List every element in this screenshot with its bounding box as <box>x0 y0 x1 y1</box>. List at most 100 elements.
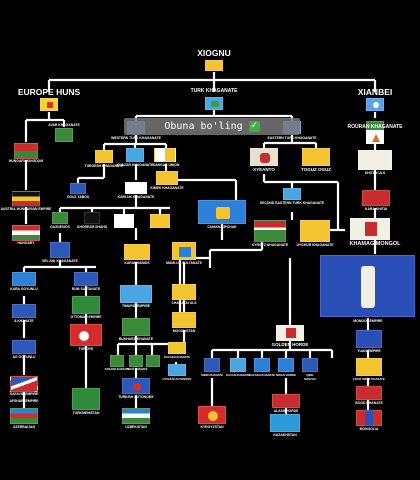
nogai-label: NOGAI HORDE <box>275 373 297 377</box>
subscribe-text: Obuna bo'ling <box>164 121 243 132</box>
kyrgyzstan-flag <box>198 406 226 424</box>
bogd-flag <box>356 386 382 400</box>
khitan-label: KHITAN ULS <box>364 171 386 175</box>
kara-goyunlu-flag <box>12 272 36 286</box>
khamag-flag <box>350 218 390 240</box>
uzbekistan-label: UZBEKISTAN <box>125 425 147 429</box>
turk-khaganate-flag <box>205 97 223 110</box>
mamluk-flag <box>172 242 196 260</box>
mogulistan-label: MOGULISTAN <box>172 329 196 333</box>
golden-horde-flag <box>276 325 304 341</box>
karakhanids-label: KARAKHANIDS <box>124 261 150 265</box>
manchu-label: MANCHU <box>304 378 316 381</box>
oguz-yabgu-flag <box>70 183 86 194</box>
oguz-yabgu-label: OGUZ YABGU <box>66 195 90 199</box>
kyrgyzstan-label: KYRGYZSTAN <box>200 425 224 429</box>
mogulistan-flag <box>172 312 196 328</box>
turgesh-flag <box>95 150 113 163</box>
austria-hungary-flag <box>12 191 40 207</box>
hungary-kingdom-flag <box>14 143 38 159</box>
safavid-label: SAFAVID EMPIRE <box>9 392 39 396</box>
qing-flag <box>302 358 318 372</box>
timurid-flag <box>120 285 152 303</box>
kazakhstan-flag <box>270 414 300 432</box>
khiva-flag <box>129 355 143 367</box>
gaznevids-flag <box>52 212 68 224</box>
khiva-label: KHIVA KHANATE <box>126 368 148 371</box>
kazakh-top-label: KAZAKH KHANATE <box>163 355 191 359</box>
xiongnu-flag <box>205 60 223 71</box>
alash-flag <box>272 394 300 408</box>
bukhara-flag <box>122 318 150 336</box>
karluk-label: KARLUK KHAGANATE <box>117 195 155 199</box>
khazar-flag <box>126 148 144 162</box>
khiva-b-flag <box>146 355 160 367</box>
bukhara-label: BUKHARA KHANATE <box>118 337 154 341</box>
yuan-flag <box>356 330 382 348</box>
gazan-flag <box>230 358 246 372</box>
kyrgyz-label: KYRGYZ KHAGANATE <box>251 243 289 247</box>
toguz-oguz-flag <box>302 148 330 166</box>
turgesh-label: TURGESH KHAGANATE <box>84 164 124 168</box>
khorezm-b-flag <box>114 214 134 228</box>
ag-goyunlu-label: AG GOYUNLU <box>12 355 36 359</box>
sibir-label: SIBIR KHANATE <box>201 373 223 377</box>
rouran-label: ROURAN KHAGANATE <box>347 124 403 130</box>
turkish-autonomy-flag <box>122 378 150 394</box>
ottoman-label: OTTOMAN EMPIRE <box>70 315 102 319</box>
qing-label: QING <box>306 373 314 377</box>
kangar-label: KANGAR UNION <box>152 163 180 167</box>
kimek-label: KIMEK KHAGANATE <box>150 186 184 190</box>
europe-huns-flag <box>40 98 58 111</box>
avar-flag <box>55 128 73 142</box>
turkmenistan-label: TURKMENISTAN <box>72 411 100 415</box>
kazakh-khanate-flag <box>254 358 270 372</box>
kokand-label: KOKAND KHANATE <box>104 368 130 371</box>
xyeanto-flag <box>250 148 278 166</box>
mongolia-label: MONGOLIA <box>359 427 379 431</box>
cuman-kipchak-flag <box>198 200 246 224</box>
xyeanto-label: XYEANTO <box>253 167 275 172</box>
subscribe-banner[interactable]: Obuna bo'ling ✓ <box>124 118 300 135</box>
chagatai-label: CHAGATAI ULS <box>171 301 197 305</box>
nogai-flag <box>278 358 294 372</box>
karakhitai-flag <box>362 190 390 206</box>
bogd-label: BOGD KHANATE <box>355 401 383 405</box>
kara-goyunlu-b-flag <box>12 304 36 318</box>
second-eastern-flag <box>283 188 301 200</box>
uyghur-khaganate-label: UYGHUR KHAGANATE <box>296 243 334 247</box>
karluk-flag <box>125 182 147 194</box>
afshari-flag <box>10 408 38 424</box>
avar-label: AVAR KHAGANATE <box>48 123 80 127</box>
toguz-oguz-label: TOGUZ OGUZ <box>301 167 331 172</box>
uzbekistan-flag <box>122 408 150 424</box>
khorezm-c-flag <box>150 214 170 228</box>
europe-huns-title: EUROPE HUNS <box>17 87 81 97</box>
azerbaijan-label: AZERBAIJAN <box>13 425 35 429</box>
turkmenistan-flag <box>72 388 100 410</box>
golden-horde-label: GOLDEN HORDE <box>271 342 309 347</box>
yuan-label: YUAN EMPIRE <box>357 349 381 353</box>
khorezm-label: KHOREZM SHAHS <box>77 225 107 229</box>
check-icon: ✓ <box>248 121 260 132</box>
xianbei-title: XIANBEI <box>357 87 393 97</box>
hungary-kingdom-label: HUNGARY KINGDOM <box>8 159 44 163</box>
kimek-flag <box>156 171 178 185</box>
safavid-flag <box>10 376 38 392</box>
hungary-flag <box>12 225 40 241</box>
western-turk-label: WESTERN TURK KHAGANATE <box>111 136 161 140</box>
mongol-empire-flag <box>320 255 415 317</box>
rouran-sub-flag <box>366 130 384 144</box>
uyghur-khaganate-flag <box>300 220 330 242</box>
xiongnu-title: XIOGNU <box>197 48 231 58</box>
eastern-turk-label: EASTERN TURK KHAGANATE <box>267 136 317 140</box>
turkiye-flag <box>70 324 102 346</box>
gazan-label: GAZAN KHANATE <box>225 373 251 377</box>
timurid-label: TIMURID EMPIRE <box>121 304 151 308</box>
kazakh-khanate-label: KAZAKH KHANATE <box>248 373 276 377</box>
hungary-label: HUNGARY <box>17 241 35 245</box>
kokand-flag <box>110 355 124 367</box>
ag-goyunlu-flag <box>12 340 36 354</box>
